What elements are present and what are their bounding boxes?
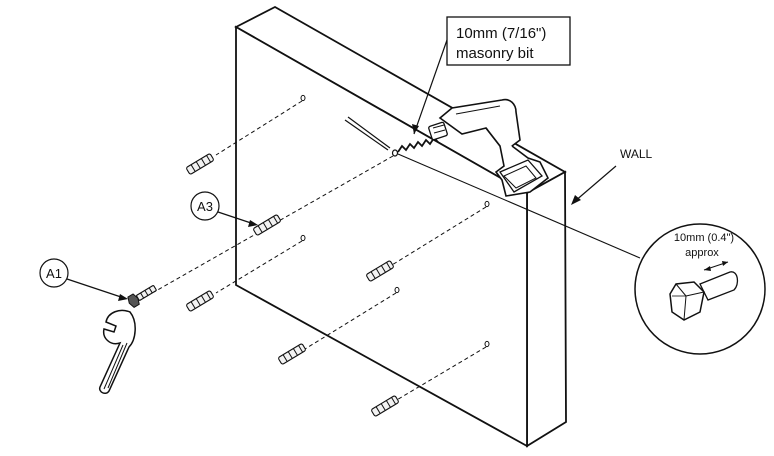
pilot-hole: [300, 94, 306, 102]
pilot-hole: [484, 340, 490, 348]
wall-label: WALL: [571, 147, 653, 205]
callout-a3: A3: [190, 191, 258, 227]
pilot-hole: [391, 149, 399, 157]
alignment-lines: [153, 100, 487, 402]
screw-icon: [127, 285, 157, 308]
callout-a3-text: A3: [197, 199, 213, 214]
wall-side-face: [526, 170, 567, 448]
wall-anchors: [186, 153, 399, 417]
anchor-icon: [253, 214, 281, 236]
pilot-holes: [300, 94, 490, 348]
drill-bit: [344, 116, 439, 153]
bolt-detail: 10mm (0.4") approx: [634, 223, 766, 355]
wall-label-text: WALL: [620, 147, 653, 161]
pilot-hole: [484, 200, 490, 208]
anchor-icon: [278, 343, 306, 365]
pilot-hole: [300, 234, 306, 242]
anchor-icon: [186, 153, 214, 175]
drill-bit-label: 10mm (7/16") masonry bit: [412, 16, 571, 135]
drill-bit-type-text: masonry bit: [456, 45, 534, 62]
bolt-detail-icon: [669, 271, 739, 321]
drill-icon: [428, 98, 550, 197]
detail-approx-text: approx: [685, 247, 719, 259]
anchor-icon: [186, 290, 214, 312]
anchor-icon: [371, 395, 399, 417]
detail-leader: [397, 153, 641, 259]
wall-block: [234, 5, 567, 448]
callout-a1-text: A1: [46, 266, 62, 281]
drill-bit-size-text: 10mm (7/16"): [456, 25, 546, 42]
wall-front-face: [235, 25, 528, 448]
detail-size-text: 10mm (0.4"): [674, 232, 734, 244]
callout-a1: A1: [39, 258, 128, 301]
pilot-hole: [394, 286, 400, 294]
wrench-icon: [98, 309, 136, 394]
anchor-icon: [366, 260, 394, 282]
